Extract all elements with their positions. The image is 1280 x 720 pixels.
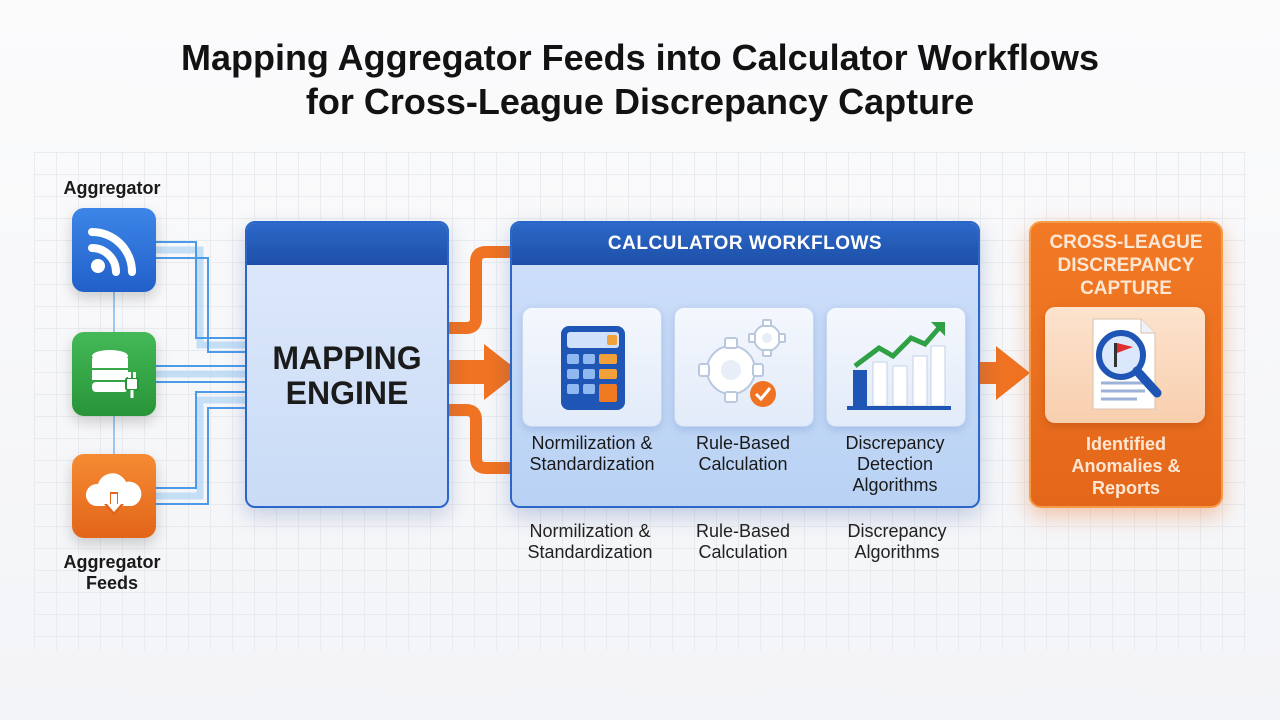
step-1-line-1: Normilization &: [531, 433, 653, 453]
step-2-line-1: Rule-Based: [695, 433, 791, 453]
orange-arrow-center: [446, 344, 520, 400]
mapping-engine: MAPPING ENGINE: [245, 221, 449, 508]
orange-arrow-right: [976, 346, 1030, 400]
step-1-line-2: Standardization: [529, 454, 655, 474]
cloud-download-icon: [72, 454, 156, 538]
mapping-engine-header: [247, 223, 447, 265]
mapping-engine-line-1: MAPPING: [272, 340, 422, 376]
step-3-line-2: Detection: [856, 454, 934, 474]
step-label-normalization: Normilization & Standardization: [512, 433, 672, 475]
capture-header: CROSS-LEAGUE DISCREPANCY CAPTURE: [1031, 231, 1221, 300]
capture-line-3: CAPTURE: [1080, 278, 1172, 299]
calculator-workflows: CALCULATOR WORKFLOWS: [510, 221, 980, 508]
gears-check-icon: [674, 307, 814, 427]
database-plug-icon: [72, 332, 156, 416]
capture-line-1: CROSS-LEAGUE: [1049, 232, 1203, 253]
orange-flow: [446, 246, 512, 474]
diagram-title: Mapping Aggregator Feeds into Calculator…: [0, 36, 1280, 124]
report-magnifier-icon: [1045, 307, 1205, 423]
source-bottom-label: Aggregator Feeds: [63, 552, 161, 593]
capture-foot-3: Reports: [1091, 478, 1160, 498]
under-1-line-1: Normilization &: [529, 521, 651, 541]
workflows-header: CALCULATOR WORKFLOWS: [512, 223, 978, 265]
source-top-label: Aggregator: [63, 178, 161, 198]
step-3-line-3: Algorithms: [852, 475, 938, 495]
capture-foot-2: Anomalies &: [1071, 456, 1181, 476]
step-3-line-1: Discrepancy: [845, 433, 945, 453]
under-2-line-1: Rule-Based: [695, 521, 791, 541]
under-2-line-2: Calculation: [698, 542, 788, 562]
title-line-1: Mapping Aggregator Feeds into Calculator…: [180, 37, 1100, 78]
step-2-line-2: Calculation: [698, 454, 788, 474]
capture-foot-1: Identified: [1086, 434, 1166, 454]
step-label-discrepancy: Discrepancy Detection Algorithms: [815, 433, 975, 496]
under-3-line-2: Algorithms: [854, 542, 940, 562]
under-label-discrepancy: Discrepancy Algorithms: [812, 521, 982, 563]
calculator-icon: [522, 307, 662, 427]
rss-feed-icon: [72, 208, 156, 292]
under-3-line-1: Discrepancy: [847, 521, 947, 541]
growth-chart-icon: [826, 307, 966, 427]
capture-line-2: DISCREPANCY: [1057, 255, 1195, 276]
title-line-2: for Cross-League Discrepancy Capture: [305, 81, 975, 122]
under-label-normalization: Normilization & Standardization: [505, 521, 675, 563]
mapping-engine-label: MAPPING ENGINE: [247, 341, 447, 411]
cross-league-capture: CROSS-LEAGUE DISCREPANCY CAPTURE Identif…: [1029, 221, 1223, 508]
under-label-rule-based: Rule-Based Calculation: [658, 521, 828, 563]
capture-footer: Identified Anomalies & Reports: [1031, 433, 1221, 499]
step-label-rule-based: Rule-Based Calculation: [663, 433, 823, 475]
mapping-engine-line-2: ENGINE: [285, 375, 409, 411]
under-1-line-2: Standardization: [527, 542, 653, 562]
